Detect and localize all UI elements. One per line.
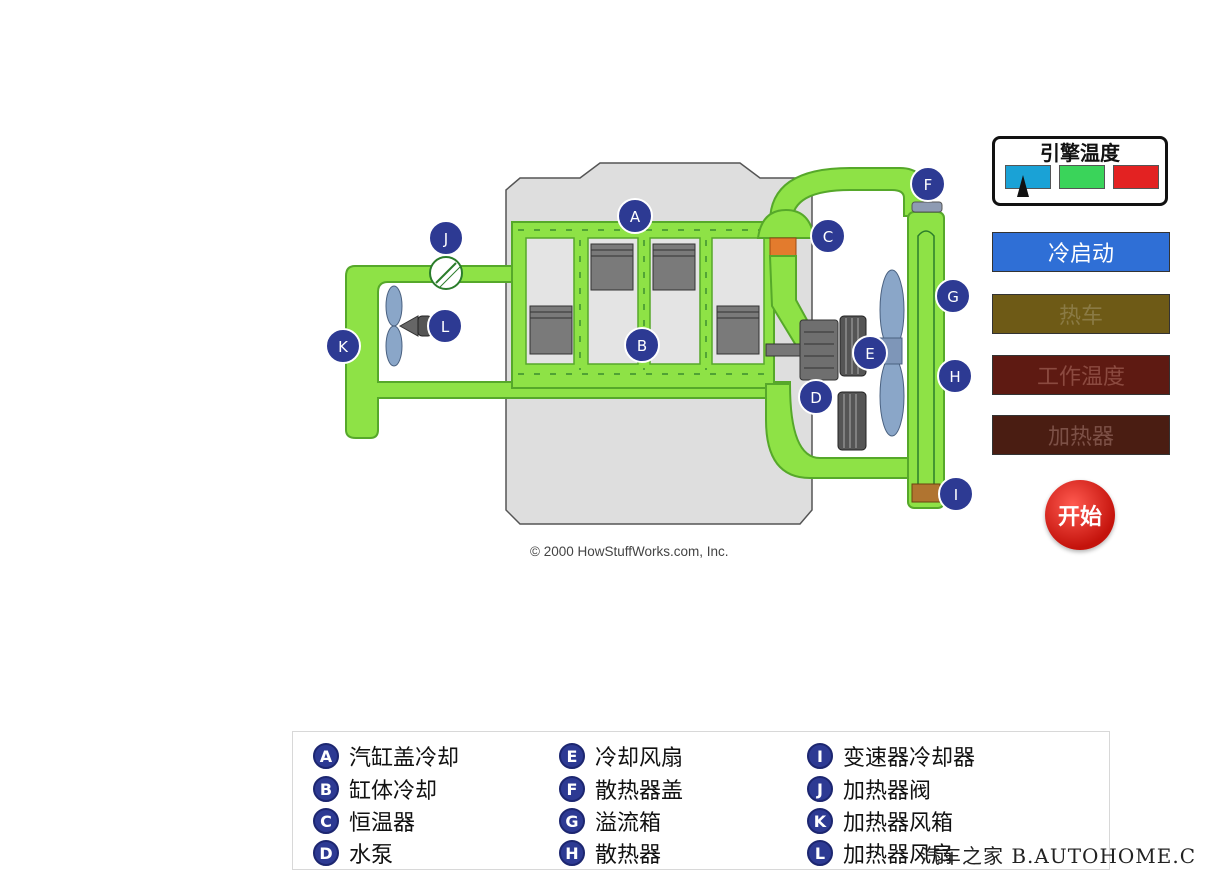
heater-fan [385, 285, 433, 367]
piston [716, 305, 760, 355]
piston [652, 243, 696, 291]
engine-temperature-gauge: 引擎温度 [992, 136, 1168, 206]
radiator-cap [911, 201, 943, 213]
callout-d: D [798, 379, 834, 415]
watermark: 汽车之家 B.AUTOHOME.C [920, 844, 1197, 868]
svg-text:G: G [947, 288, 959, 306]
pulley [837, 315, 867, 451]
heater-valve [429, 256, 463, 290]
callout-j: J [428, 220, 464, 256]
svg-text:H: H [949, 368, 960, 386]
svg-text:D: D [810, 389, 822, 407]
callout-g: G [935, 278, 971, 314]
callout-h: H [937, 358, 973, 394]
piston [529, 305, 573, 355]
water-pump [765, 319, 839, 381]
callout-f: F [910, 166, 946, 202]
callout-i: I [938, 476, 974, 512]
piston [590, 243, 634, 291]
gauge-title: 引擎温度 [1040, 141, 1120, 165]
svg-text:C: C [823, 228, 833, 246]
start-button[interactable]: 开始 [1045, 480, 1115, 550]
callout-k: K [325, 328, 361, 364]
callout-e: E [852, 335, 888, 371]
svg-text:F: F [924, 176, 933, 194]
svg-text:E: E [865, 345, 874, 363]
callout-l: L [427, 308, 463, 344]
radiator [907, 211, 945, 509]
callout-a: A [617, 198, 653, 234]
svg-text:B: B [637, 337, 647, 355]
gauge-pointer-icon [1017, 175, 1029, 197]
gauge-hot-zone [1113, 165, 1159, 189]
svg-text:L: L [441, 318, 450, 336]
gauge-normal-zone [1059, 165, 1105, 189]
copyright-text: © 2000 HowStuffWorks.com, Inc. [530, 544, 729, 559]
heater-hose [345, 265, 791, 439]
thermostat [769, 237, 797, 257]
svg-text:K: K [338, 338, 349, 356]
mode-button-cold-start[interactable]: 冷启动 [992, 232, 1170, 272]
svg-text:A: A [630, 208, 641, 226]
mode-button-operating-temp[interactable]: 工作温度 [992, 355, 1170, 395]
callout-b: B [624, 327, 660, 363]
svg-text:I: I [954, 486, 958, 504]
svg-text:J: J [443, 230, 448, 248]
callout-c: C [810, 218, 846, 254]
mode-button-heater[interactable]: 加热器 [992, 415, 1170, 455]
mode-button-warm-up[interactable]: 热车 [992, 294, 1170, 334]
